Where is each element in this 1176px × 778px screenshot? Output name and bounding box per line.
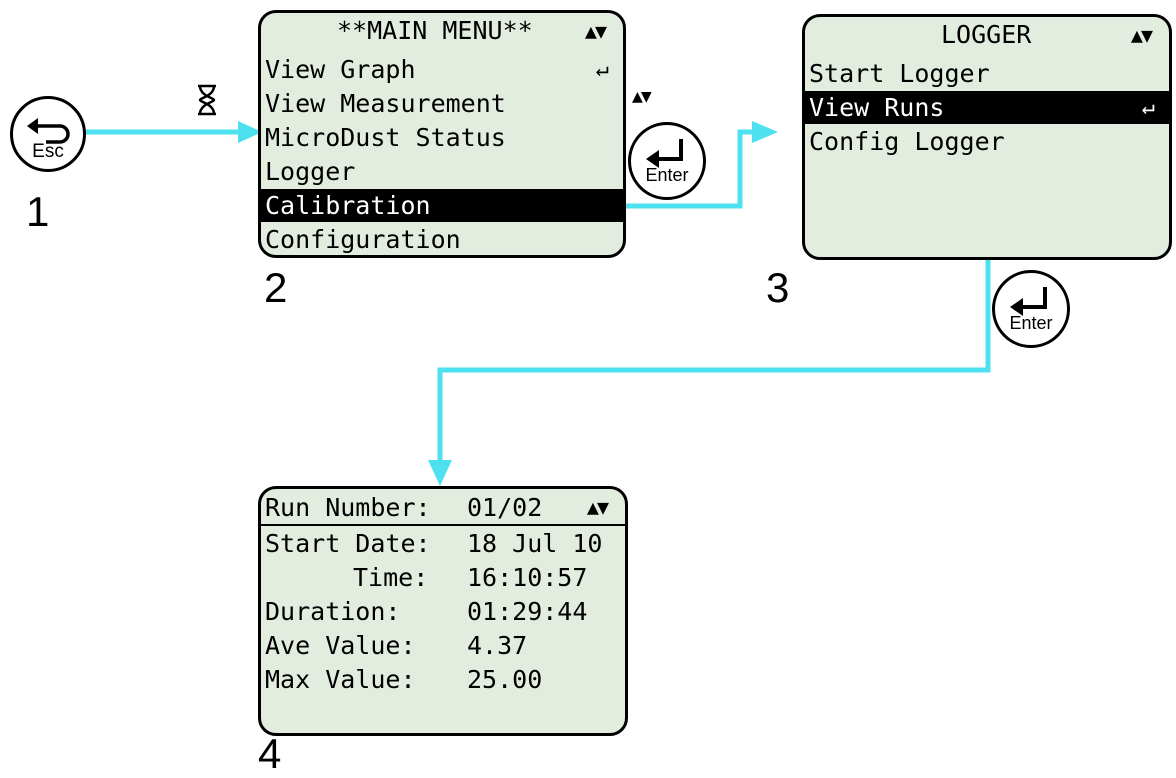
max-value-row: Max Value: 25.00 bbox=[261, 663, 625, 696]
menu-item-calibration[interactable]: Calibration bbox=[261, 189, 623, 222]
run-number-row: Run Number: 01/02 ▲▼ bbox=[261, 491, 625, 526]
start-time-row: Time: 16:10:57 bbox=[261, 561, 625, 594]
enter-button-label: Enter bbox=[1009, 313, 1053, 333]
menu-item-label: Config Logger bbox=[809, 127, 1005, 156]
menu-item-microdust-status[interactable]: MicroDust Status bbox=[261, 121, 623, 154]
start-date-value: 18 Jul 10 bbox=[467, 529, 603, 558]
menu-item-label: Logger bbox=[265, 157, 356, 186]
connector-view-runs-to-run-screen bbox=[437, 256, 991, 464]
main-menu-screen: **MAIN MENU** ▲▼ View Graph ↵ View Measu… bbox=[258, 10, 626, 258]
max-value-label: Max Value: bbox=[265, 665, 416, 694]
max-value-value: 25.00 bbox=[467, 665, 543, 694]
step-number-2: 2 bbox=[264, 264, 288, 311]
menu-item-configuration[interactable]: Configuration bbox=[261, 223, 623, 255]
menu-item-view-graph[interactable]: View Graph ↵ bbox=[261, 53, 623, 86]
arrowhead-run-screen bbox=[428, 460, 452, 486]
logger-title: LOGGER bbox=[941, 20, 1032, 49]
menu-item-label: View Graph bbox=[265, 55, 416, 84]
enter-arrow-icon bbox=[1010, 287, 1047, 316]
start-date-label: Start Date: bbox=[265, 529, 431, 558]
main-menu-title: **MAIN MENU** bbox=[337, 16, 533, 45]
menu-item-view-measurement[interactable]: View Measurement bbox=[261, 87, 623, 120]
run-number-value: 01/02 bbox=[467, 493, 543, 522]
menu-item-label: Start Logger bbox=[809, 59, 990, 88]
up-down-arrows-icon: ▲▼ bbox=[632, 86, 652, 107]
arrowhead-logger bbox=[752, 121, 778, 143]
menu-item-label: MicroDust Status bbox=[265, 123, 506, 152]
run-number-label: Run Number: bbox=[265, 493, 431, 522]
hourglass-icon bbox=[198, 84, 216, 116]
up-down-arrows-icon: ▲▼ bbox=[586, 495, 609, 519]
start-date-row: Start Date: 18 Jul 10 bbox=[261, 527, 625, 560]
enter-mark-icon: ↵ bbox=[1141, 95, 1155, 120]
enter-arrow-icon bbox=[646, 139, 683, 168]
menu-item-view-runs[interactable]: View Runs ↵ bbox=[805, 91, 1169, 124]
enter-button-label: Enter bbox=[645, 165, 689, 185]
start-time-label: Time: bbox=[353, 563, 429, 592]
enter-mark-icon: ↵ bbox=[595, 57, 609, 82]
duration-value: 01:29:44 bbox=[467, 597, 588, 626]
menu-item-label: View Runs bbox=[809, 93, 945, 122]
start-time-value: 16:10:57 bbox=[467, 563, 588, 592]
duration-label: Duration: bbox=[265, 597, 401, 626]
ave-value-value: 4.37 bbox=[467, 631, 528, 660]
enter-button[interactable]: Enter bbox=[992, 270, 1070, 348]
up-down-arrows-icon: ▲▼ bbox=[584, 19, 607, 43]
run-details-screen: Run Number: 01/02 ▲▼ Start Date: 18 Jul … bbox=[258, 486, 628, 736]
esc-button[interactable]: Esc bbox=[10, 96, 86, 172]
menu-item-label: View Measurement bbox=[265, 89, 506, 118]
menu-item-label: Calibration bbox=[265, 191, 431, 220]
enter-button[interactable]: Enter bbox=[628, 122, 706, 200]
esc-button-label: Esc bbox=[32, 141, 64, 162]
duration-row: Duration: 01:29:44 bbox=[261, 595, 625, 628]
step-number-4: 4 bbox=[258, 730, 282, 777]
menu-item-start-logger[interactable]: Start Logger bbox=[805, 57, 1169, 90]
menu-item-config-logger[interactable]: Config Logger bbox=[805, 125, 1169, 158]
step-number-1: 1 bbox=[26, 188, 50, 235]
step-number-3: 3 bbox=[766, 264, 790, 311]
logger-screen: LOGGER ▲▼ Start Logger View Runs ↵ Confi… bbox=[802, 14, 1172, 260]
ave-value-label: Ave Value: bbox=[265, 631, 416, 660]
menu-item-label: Configuration bbox=[265, 225, 461, 254]
arrowhead-main-menu bbox=[238, 121, 262, 143]
menu-item-logger[interactable]: Logger bbox=[261, 155, 623, 188]
ave-value-row: Ave Value: 4.37 bbox=[261, 629, 625, 662]
back-arrow-icon bbox=[27, 118, 70, 144]
up-down-arrows-icon: ▲▼ bbox=[1130, 23, 1153, 47]
